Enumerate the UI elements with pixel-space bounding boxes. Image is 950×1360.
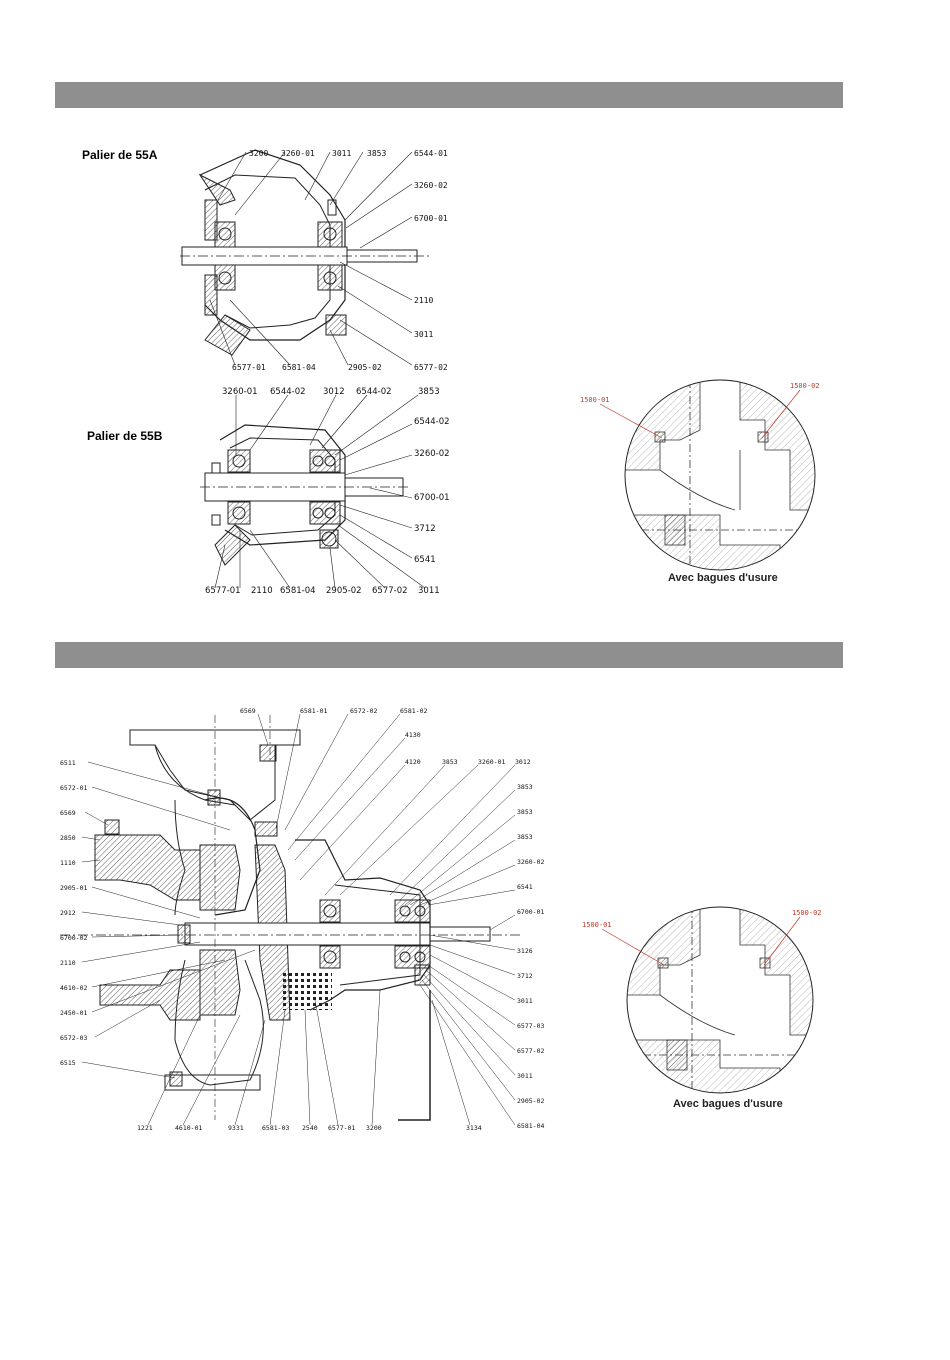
detail-top-ref-left: 1500-01 — [580, 396, 610, 404]
part-label: 3011 — [332, 149, 351, 158]
part-label: 6544-02 — [270, 387, 306, 397]
pump-labels: 6569 6581-01 6572-02 6581-02 4130 4120 3… — [60, 707, 544, 1132]
part-label: 6581-01 — [300, 707, 327, 715]
part-label: 6700-01 — [414, 493, 450, 503]
section-header-band-1 — [55, 82, 843, 108]
detail-bottom-drawing — [601, 906, 814, 1094]
bearing-a-drawing — [180, 149, 430, 366]
section-header-band-2 — [55, 642, 843, 668]
part-label: 9331 — [228, 1124, 244, 1132]
part-label: 6700-01 — [414, 214, 448, 223]
part-label: 2905-02 — [517, 1097, 544, 1105]
part-label: 6544-01 — [414, 149, 448, 158]
part-label: 3853 — [517, 808, 533, 816]
part-label: 6577-02 — [414, 363, 448, 372]
part-label: 2450-01 — [60, 1009, 87, 1017]
bearing-b-drawing — [200, 394, 426, 589]
part-label: 3260-01 — [281, 149, 315, 158]
part-label: 2110 — [251, 586, 273, 596]
part-label: 4120 — [405, 758, 421, 766]
part-label: 2110 — [414, 296, 433, 305]
part-label: 3260-01 — [478, 758, 505, 766]
part-label: 6577-01 — [232, 363, 266, 372]
part-label: 6700-01 — [517, 908, 544, 916]
part-label: 4610-01 — [175, 1124, 202, 1132]
part-label: 3712 — [414, 524, 436, 534]
part-label: 3260-02 — [414, 181, 448, 190]
part-label: 6581-03 — [262, 1124, 289, 1132]
part-label: 1221 — [137, 1124, 153, 1132]
part-label: 3260-01 — [222, 387, 258, 397]
part-label: 4610-02 — [60, 984, 87, 992]
part-label: 3260-02 — [414, 449, 450, 459]
part-label: 6577-01 — [205, 586, 241, 596]
part-label: 3712 — [517, 972, 533, 980]
part-label: 3134 — [466, 1124, 482, 1132]
part-label: 6541 — [414, 555, 436, 565]
part-label: 3853 — [367, 149, 386, 158]
part-label: 3011 — [414, 330, 433, 339]
bearing-b-title: Palier de 55B — [87, 429, 163, 443]
detail-top-ref-right: 1500-02 — [790, 382, 820, 390]
part-label: 6544-02 — [356, 387, 392, 397]
part-label: 6515 — [60, 1059, 76, 1067]
part-label: 6569 — [240, 707, 256, 715]
detail-top-drawing — [599, 379, 816, 571]
part-label: 6572-01 — [60, 784, 87, 792]
part-label: 6577-01 — [328, 1124, 355, 1132]
part-label: 3200 — [366, 1124, 382, 1132]
part-label: 6577-02 — [517, 1047, 544, 1055]
detail-bottom-ref-right: 1500-02 — [792, 909, 822, 917]
part-label: 6577-03 — [517, 1022, 544, 1030]
part-label: 6581-02 — [400, 707, 427, 715]
part-label: 3126 — [517, 947, 533, 955]
part-label: 3012 — [515, 758, 531, 766]
part-label: 6581-04 — [282, 363, 316, 372]
pump-assembly-drawing — [60, 713, 520, 1126]
part-label: 2110 — [60, 959, 76, 967]
part-label: 2912 — [60, 909, 76, 917]
part-label: 4130 — [405, 731, 421, 739]
detail-top-caption: Avec bagues d'usure — [668, 572, 778, 584]
part-label: 3011 — [517, 997, 533, 1005]
part-label: 6581-04 — [280, 586, 316, 596]
bearing-a-title: Palier de 55A — [82, 148, 158, 162]
part-label: 3200 — [249, 149, 268, 158]
part-label: 3853 — [442, 758, 458, 766]
part-label: 3012 — [323, 387, 345, 397]
part-label: 3011 — [517, 1072, 533, 1080]
part-label: 3853 — [517, 783, 533, 791]
part-label: 2540 — [302, 1124, 318, 1132]
bearing-b-labels: 3260-01 6544-02 3012 6544-02 3853 6544-0… — [205, 387, 450, 596]
part-label: 6544-02 — [414, 417, 450, 427]
part-label: 6577-02 — [372, 586, 408, 596]
part-label: 3853 — [517, 833, 533, 841]
part-label: 1110 — [60, 859, 76, 867]
bearing-a-labels: 3200 3260-01 3011 3853 6544-01 3260-02 6… — [232, 149, 448, 372]
part-label: 6511 — [60, 759, 76, 767]
part-label: 6581-04 — [517, 1122, 544, 1130]
part-label: 6700-02 — [60, 934, 87, 942]
part-label: 6569 — [60, 809, 76, 817]
detail-bottom-ref-left: 1500-01 — [582, 921, 612, 929]
part-label: 6541 — [517, 883, 533, 891]
part-label: 6572-02 — [350, 707, 377, 715]
part-label: 2850 — [60, 834, 76, 842]
part-label: 3260-02 — [517, 858, 544, 866]
part-label: 2905-02 — [348, 363, 382, 372]
detail-bottom-caption: Avec bagues d'usure — [673, 1098, 783, 1110]
part-label: 3853 — [418, 387, 440, 397]
part-label: 3011 — [418, 586, 440, 596]
part-label: 2905-02 — [326, 586, 362, 596]
part-label: 2905-01 — [60, 884, 87, 892]
part-label: 6572-03 — [60, 1034, 87, 1042]
